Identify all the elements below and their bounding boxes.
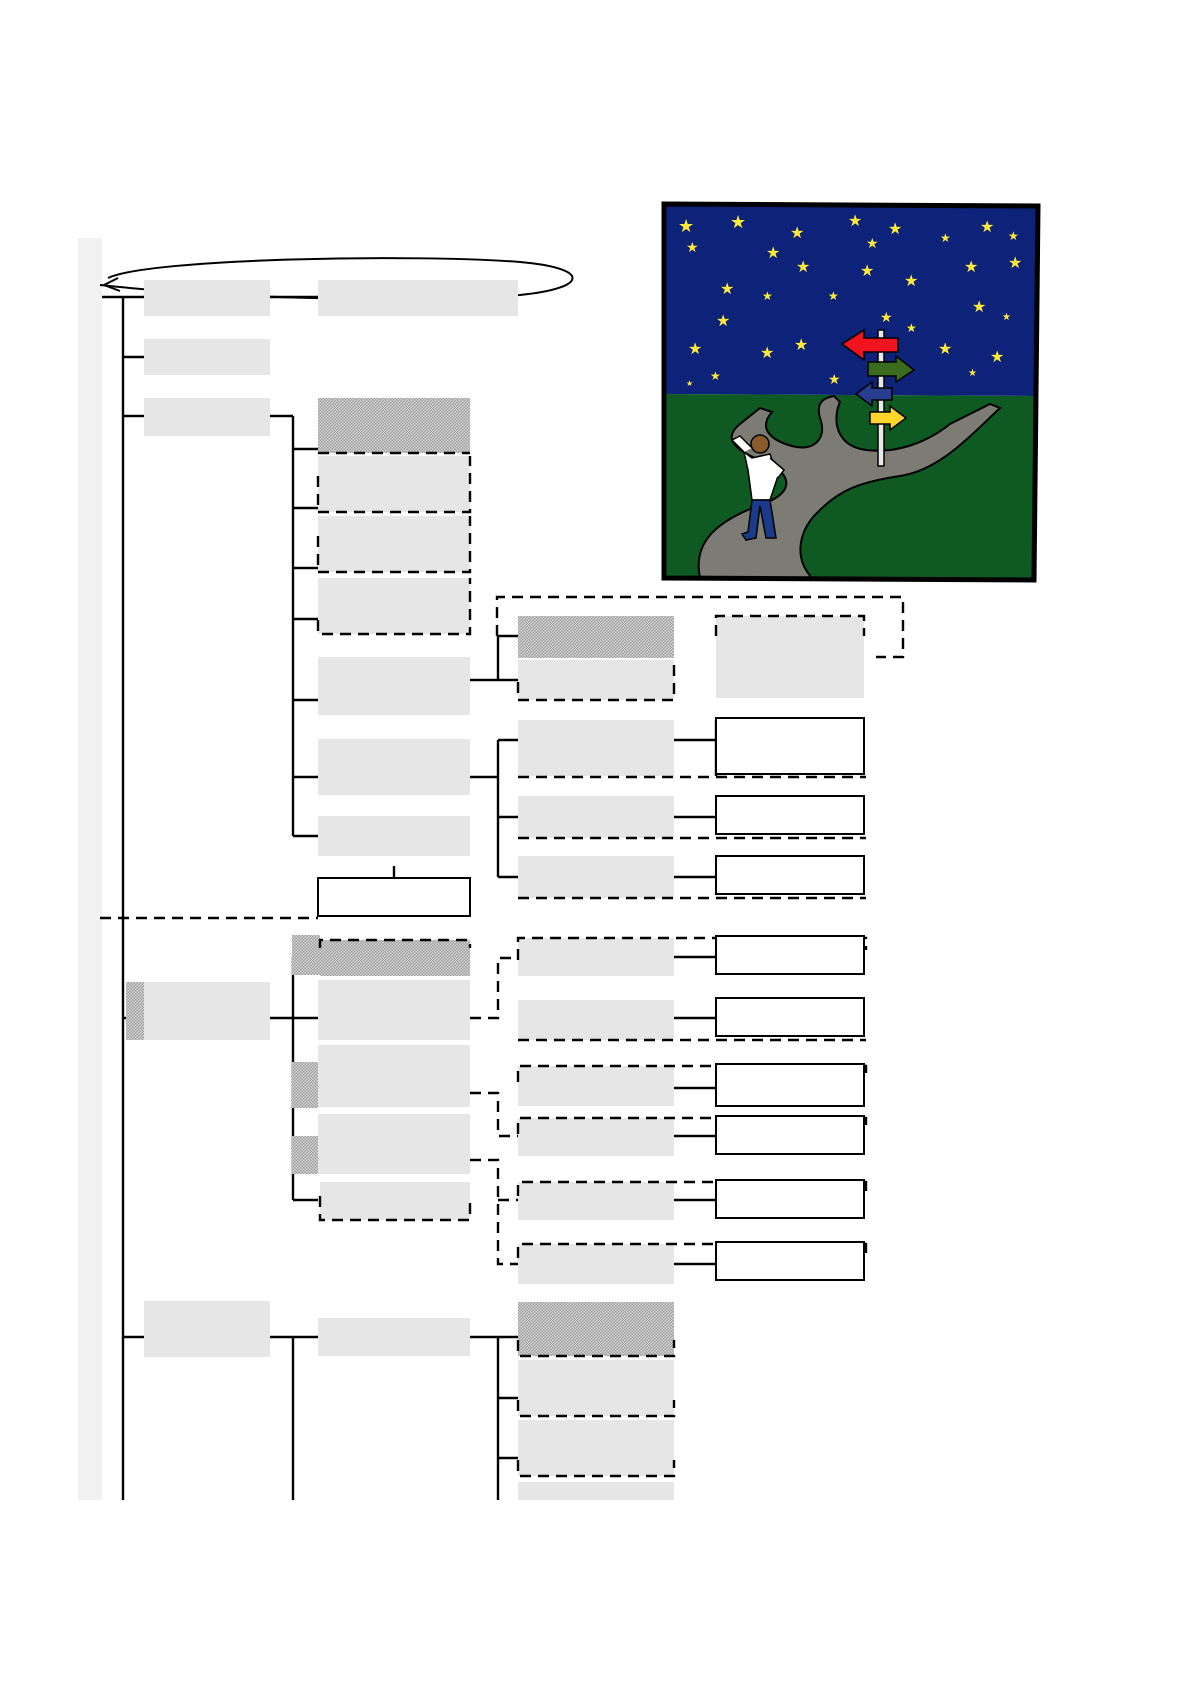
crossroads-illustration: ★ ★ ★ ★ ★ ★ ★ ★ ★ ★ ★ ★ ★ ★ ★ ★ ★ ★ ★ ★ … — [662, 204, 1038, 580]
svg-text:★: ★ — [716, 313, 730, 330]
node-l2-l[interactable] — [318, 1114, 470, 1174]
svg-text:★: ★ — [980, 219, 994, 236]
svg-text:★: ★ — [906, 321, 917, 335]
svg-text:★: ★ — [730, 212, 746, 232]
node-l4-i[interactable] — [716, 1180, 864, 1218]
node-l4-h[interactable] — [716, 1116, 864, 1154]
level-2-nodes — [292, 280, 518, 1356]
node-l3-e[interactable] — [518, 856, 674, 898]
svg-text:★: ★ — [678, 216, 694, 236]
node-l3-c[interactable] — [518, 720, 674, 776]
node-l2-e[interactable] — [318, 657, 470, 715]
node-l3-o[interactable] — [518, 1482, 674, 1500]
svg-text:★: ★ — [766, 245, 780, 262]
node-l1-5[interactable] — [144, 1301, 270, 1357]
svg-text:★: ★ — [760, 345, 774, 362]
node-l4-g[interactable] — [716, 1064, 864, 1106]
node-l1-2[interactable] — [144, 339, 270, 375]
node-l2-k[interactable] — [318, 1045, 470, 1107]
node-l1-3[interactable] — [144, 398, 270, 436]
node-l1-1[interactable] — [144, 280, 270, 316]
node-l4-e[interactable] — [716, 936, 864, 974]
node-l3-a[interactable] — [518, 616, 674, 658]
node-l2-f[interactable] — [318, 739, 470, 795]
svg-text:★: ★ — [866, 235, 879, 251]
node-l2-i-tab — [292, 935, 320, 975]
svg-text:★: ★ — [710, 369, 721, 383]
node-l3-g[interactable] — [518, 1000, 674, 1040]
node-l4-a[interactable] — [716, 616, 864, 698]
node-l4-j[interactable] — [716, 1242, 864, 1280]
svg-text:★: ★ — [794, 337, 808, 354]
node-l2-c[interactable] — [318, 516, 470, 572]
node-l4-f[interactable] — [716, 998, 864, 1036]
node-l3-m[interactable] — [518, 1360, 674, 1416]
svg-text:★: ★ — [1008, 229, 1019, 243]
node-l2-i[interactable] — [320, 940, 470, 976]
node-l3-d[interactable] — [518, 796, 674, 838]
node-l1-4[interactable] — [144, 982, 270, 1040]
svg-text:★: ★ — [828, 371, 841, 387]
svg-text:★: ★ — [972, 299, 986, 316]
svg-text:★: ★ — [880, 309, 893, 325]
node-l3-i[interactable] — [518, 1118, 674, 1156]
node-l3-f[interactable] — [518, 938, 674, 976]
node-l2-n[interactable] — [318, 1318, 470, 1356]
node-l4-b[interactable] — [716, 718, 864, 774]
svg-text:★: ★ — [828, 289, 839, 303]
svg-text:★: ★ — [1008, 255, 1022, 272]
node-l2-g[interactable] — [318, 816, 470, 856]
node-l3-l[interactable] — [518, 1302, 674, 1356]
node-l2-d[interactable] — [318, 578, 470, 634]
node-l2-l-tab — [292, 1136, 318, 1174]
svg-text:★: ★ — [964, 259, 978, 276]
node-l3-n[interactable] — [518, 1420, 674, 1476]
svg-text:★: ★ — [940, 231, 951, 245]
node-l4-d[interactable] — [716, 856, 864, 894]
svg-text:★: ★ — [762, 289, 773, 303]
node-l2-k-tab — [292, 1062, 318, 1108]
svg-text:★: ★ — [904, 273, 918, 290]
loop-arrowhead-icon — [104, 278, 120, 291]
svg-text:★: ★ — [790, 225, 804, 242]
node-l3-k[interactable] — [518, 1244, 674, 1284]
svg-text:★: ★ — [968, 368, 977, 379]
node-l2-h-outline[interactable] — [318, 878, 470, 916]
level-4-nodes — [716, 616, 864, 1280]
svg-text:★: ★ — [848, 213, 862, 230]
node-l2-m[interactable] — [320, 1182, 470, 1220]
node-l2-j[interactable] — [318, 980, 470, 1040]
svg-text:★: ★ — [938, 341, 952, 358]
node-l1-4-hatch — [126, 982, 144, 1040]
node-l4-c[interactable] — [716, 796, 864, 834]
node-l2-top[interactable] — [318, 280, 518, 316]
svg-text:★: ★ — [1002, 312, 1011, 323]
svg-text:★: ★ — [686, 239, 699, 255]
svg-text:★: ★ — [796, 259, 810, 276]
left-sidebar-strip — [78, 238, 102, 1500]
svg-text:★: ★ — [720, 281, 734, 298]
node-l2-a[interactable] — [318, 398, 470, 453]
svg-text:★: ★ — [686, 379, 693, 388]
outline-boxes — [716, 718, 864, 1280]
node-l2-b[interactable] — [318, 456, 470, 512]
svg-text:★: ★ — [688, 341, 702, 358]
node-l3-h[interactable] — [518, 1066, 674, 1106]
node-l3-b[interactable] — [518, 660, 674, 700]
node-l3-j[interactable] — [518, 1182, 674, 1220]
svg-text:★: ★ — [860, 263, 874, 280]
svg-text:★: ★ — [888, 221, 902, 238]
svg-text:★: ★ — [990, 349, 1004, 366]
level-1-nodes — [126, 280, 270, 1357]
